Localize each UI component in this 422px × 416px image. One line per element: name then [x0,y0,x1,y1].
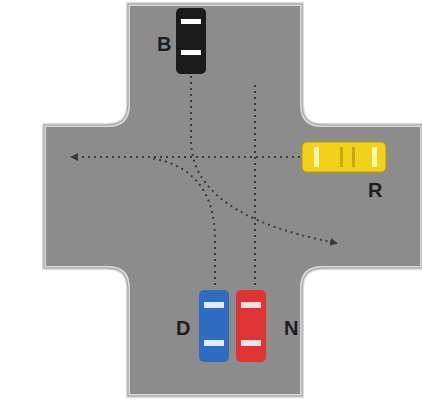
car-d [199,290,229,362]
path-r [72,156,300,158]
car-b [176,8,206,74]
car-letter: R [368,180,382,200]
car-letter: N [284,318,298,338]
curb [44,4,422,396]
path-n [254,84,256,285]
car-letter: B [157,34,171,54]
car-letter: D [176,318,190,338]
car-n [236,290,266,362]
road [44,4,422,396]
path-d [150,158,215,285]
car-r [302,142,386,172]
